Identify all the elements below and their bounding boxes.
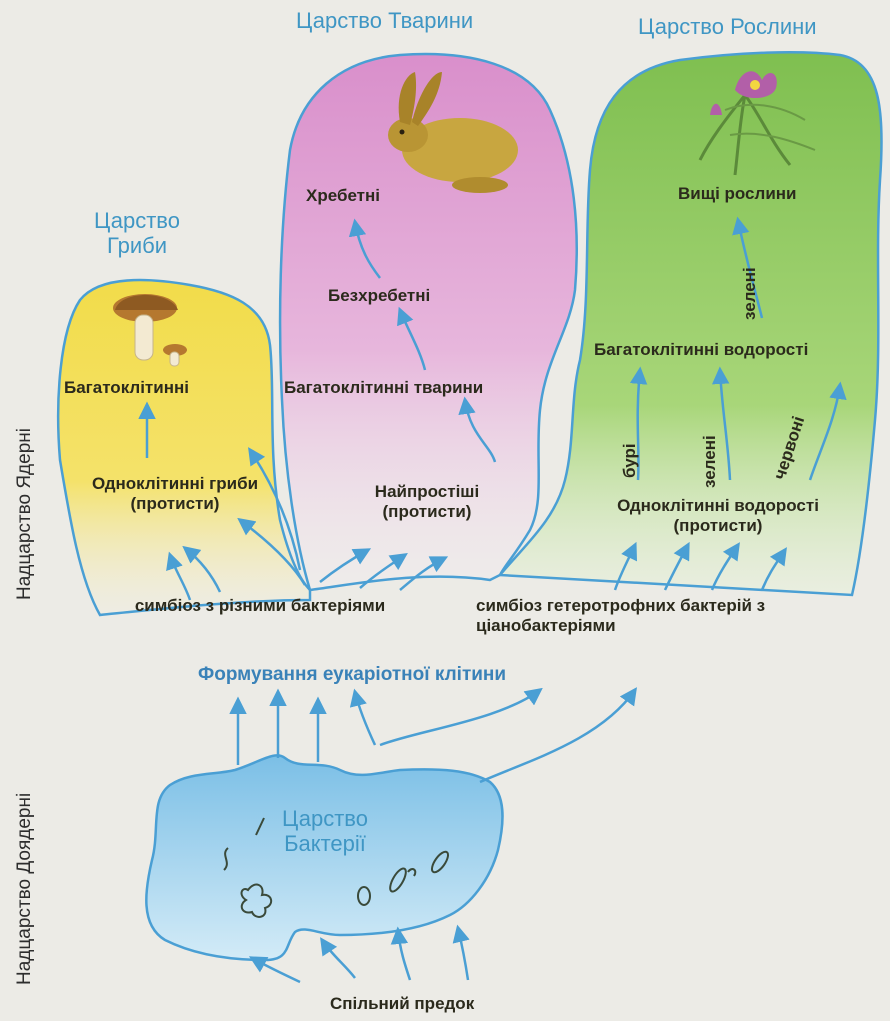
animals-vertebrates-label: Хребетні: [306, 186, 380, 206]
arrow-ancestor-3: [398, 930, 410, 980]
kingdom-plants-title: Царство Рослини: [638, 14, 817, 39]
fungi-unicellular-label: Одноклітинні гриби (протисти): [70, 474, 280, 513]
plants-higher-label: Вищі рослини: [678, 184, 797, 204]
plants-green-higher-label: зелені: [740, 267, 760, 320]
arrow-bact-5: [380, 690, 540, 745]
plants-green-label: зелені: [700, 435, 720, 488]
arrow-bact-6: [480, 690, 635, 782]
plants-unicellular-label: Одноклітинні водорості (протисти): [578, 496, 858, 535]
fungi-multicellular-label: Багатоклітинні: [64, 378, 189, 398]
kingdom-bacteria-title: Царство Бактерії: [280, 806, 370, 857]
kingdom-animals-title: Царство Тварини: [296, 8, 473, 33]
common-ancestor-label: Спільний предок: [330, 994, 474, 1014]
superkingdom-prokaryotes-label: Надцарство Доядерні: [14, 793, 36, 985]
fungi-region: [58, 280, 310, 615]
symbiosis-various-label: симбіоз з різними бактеріями: [130, 596, 390, 616]
arrow-ancestor-1: [252, 958, 300, 982]
arrow-ancestor-4: [458, 928, 468, 980]
bacteria-region: [146, 755, 502, 960]
superkingdom-eukaryotes-label: Надцарство Ядерні: [14, 428, 36, 600]
symbiosis-cyanobacteria-label: симбіоз гетеротрофних бактерій з ціаноба…: [476, 596, 890, 635]
animals-invertebrates-label: Безхребетні: [328, 286, 430, 306]
arrow-ancestor-2: [322, 940, 355, 978]
arrow-bact-4: [355, 692, 375, 745]
plants-multicellular-label: Багатоклітинні водорості: [594, 340, 808, 360]
diagram-title: Формування еукаріотної клітини: [198, 664, 506, 686]
animals-multicellular-label: Багатоклітинні тварини: [284, 378, 483, 398]
plants-brown-label: бурі: [620, 443, 640, 478]
kingdom-fungi-title: Царство Гриби: [82, 208, 192, 259]
animals-protozoa-label: Найпростіші (протисти): [352, 482, 502, 521]
